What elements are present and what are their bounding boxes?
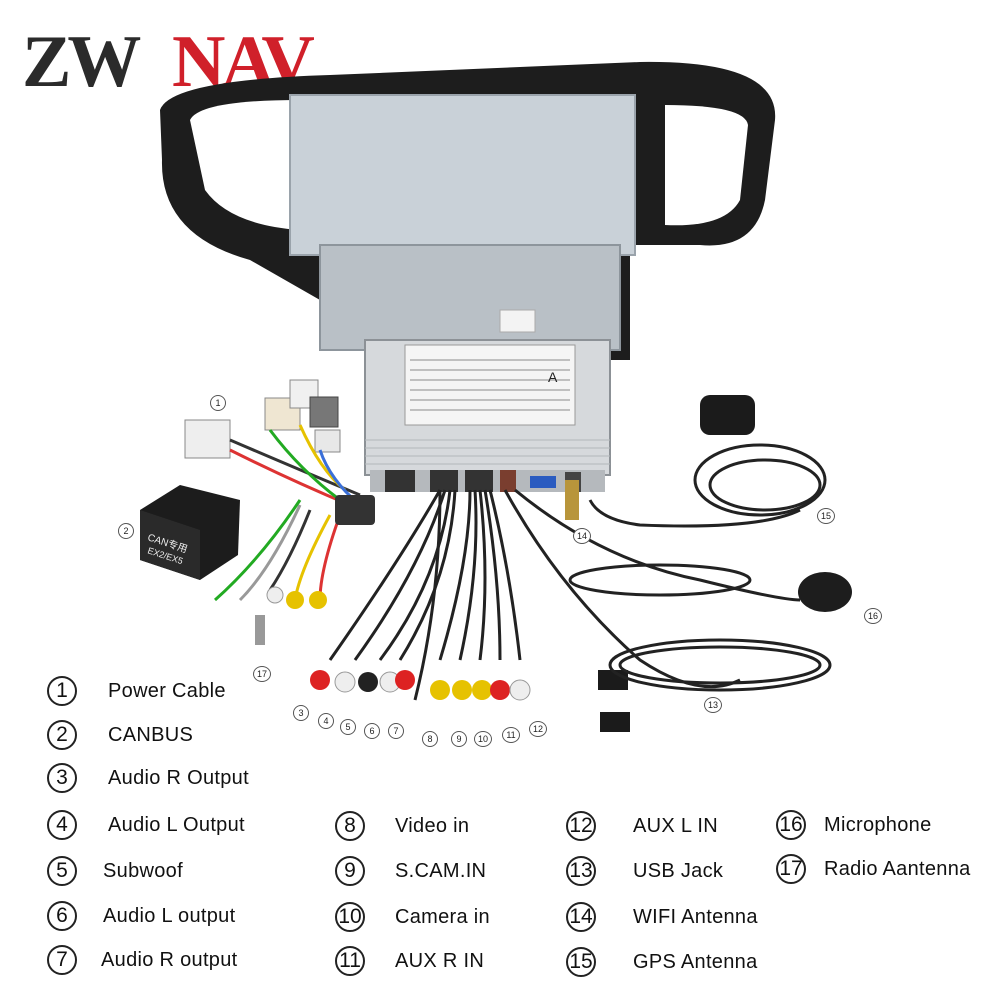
callout-7: 7	[388, 723, 404, 739]
callout-10: 10	[474, 731, 492, 747]
legend-item-10: 10 Camera in	[335, 900, 490, 934]
legend-label: WIFI Antenna	[633, 905, 758, 928]
callout-4: 4	[318, 713, 334, 729]
legend-item-7: 7 Audio R output	[47, 943, 238, 977]
legend-label: AUX L IN	[633, 814, 719, 837]
legend-item-3: 3 Audio R Output	[47, 761, 249, 795]
callout-8: 8	[422, 731, 438, 747]
legend-label: Microphone	[824, 813, 932, 836]
legend-number: 6	[47, 901, 77, 931]
legend-item-16: 16 Microphone	[776, 808, 932, 842]
legend-number: 16	[776, 810, 806, 840]
legend-label: Audio L output	[103, 904, 236, 927]
legend-number: 1	[47, 676, 77, 706]
legend-item-1: 1 Power Cable	[47, 674, 226, 708]
legend-number: 10	[335, 902, 365, 932]
legend-number: 8	[335, 811, 365, 841]
legend-label: Power Cable	[108, 679, 226, 702]
screen-back-panel	[289, 94, 636, 256]
legend-number: 17	[776, 854, 806, 884]
legend-item-12: 12 AUX L IN	[566, 809, 718, 843]
rca-cables	[328, 488, 801, 701]
legend-number: 5	[47, 856, 77, 886]
legend-label: S.CAM.IN	[395, 859, 487, 882]
legend-label: USB Jack	[633, 859, 724, 882]
legend-number: 12	[566, 811, 596, 841]
white-connector-top	[499, 309, 536, 333]
callout-11: 11	[502, 727, 520, 743]
callout-5: 5	[340, 719, 356, 735]
gps-antenna	[693, 395, 827, 517]
legend-label: Audio R Output	[108, 766, 249, 789]
legend-label: Subwoof	[103, 859, 183, 882]
usb-jack	[598, 638, 832, 732]
legend-item-8: 8 Video in	[335, 809, 469, 843]
callout-13: 13	[704, 697, 722, 713]
spec-label	[404, 344, 576, 426]
legend-item-17: 17 Radio Aantenna	[776, 852, 971, 886]
legend-label: Audio R output	[101, 948, 238, 971]
svg-text:A: A	[548, 369, 558, 385]
legend-label: AUX R IN	[395, 949, 485, 972]
callout-2: 2	[118, 523, 134, 539]
legend-number: 7	[47, 945, 77, 975]
callout-16: 16	[864, 608, 882, 624]
legend-number: 13	[566, 856, 596, 886]
legend-number: 15	[566, 947, 596, 977]
legend-item-6: 6 Audio L output	[47, 899, 235, 933]
svg-text:ZW: ZW	[22, 22, 140, 100]
callout-9: 9	[451, 731, 467, 747]
legend-item-5: 5 Subwoof	[47, 854, 183, 888]
legend-item-15: 15 GPS Antenna	[566, 945, 758, 979]
legend-label: GPS Antenna	[633, 950, 758, 973]
head-unit-box: A	[364, 339, 611, 492]
rca-plugs	[266, 586, 531, 701]
radio-antenna	[255, 615, 265, 645]
legend-number: 2	[47, 720, 77, 750]
callout-6: 6	[364, 723, 380, 739]
legend-item-2: 2 CANBUS	[47, 718, 193, 752]
legend-item-14: 14 WIFI Antenna	[566, 900, 758, 934]
wifi-antenna	[565, 480, 801, 528]
legend-item-11: 11 AUX R IN	[335, 944, 484, 978]
power-harness	[184, 379, 375, 602]
callout-14: 14	[573, 528, 591, 544]
legend-label: CANBUS	[108, 723, 194, 746]
callout-12: 12	[529, 721, 547, 737]
legend-item-13: 13 USB Jack	[566, 854, 723, 888]
legend-label: Camera in	[395, 905, 490, 928]
zwnav-logo: ZW NAV	[22, 22, 318, 100]
legend-number: 11	[335, 946, 365, 976]
legend-label: Audio L Output	[108, 813, 245, 836]
legend-number: 3	[47, 763, 77, 793]
canbus-box: CAN专用 EX2/EX5	[140, 485, 240, 580]
microphone	[568, 563, 852, 612]
callout-17: 17	[253, 666, 271, 682]
legend-item-9: 9 S.CAM.IN	[335, 854, 486, 888]
callout-3: 3	[293, 705, 309, 721]
legend-number: 14	[566, 902, 596, 932]
legend-number: 9	[335, 856, 365, 886]
legend-label: Radio Aantenna	[824, 857, 971, 880]
callout-15: 15	[817, 508, 835, 524]
legend-label: Video in	[395, 814, 470, 837]
legend-item-4: 4 Audio L Output	[47, 808, 245, 842]
legend-number: 4	[47, 810, 77, 840]
callout-1: 1	[210, 395, 226, 411]
